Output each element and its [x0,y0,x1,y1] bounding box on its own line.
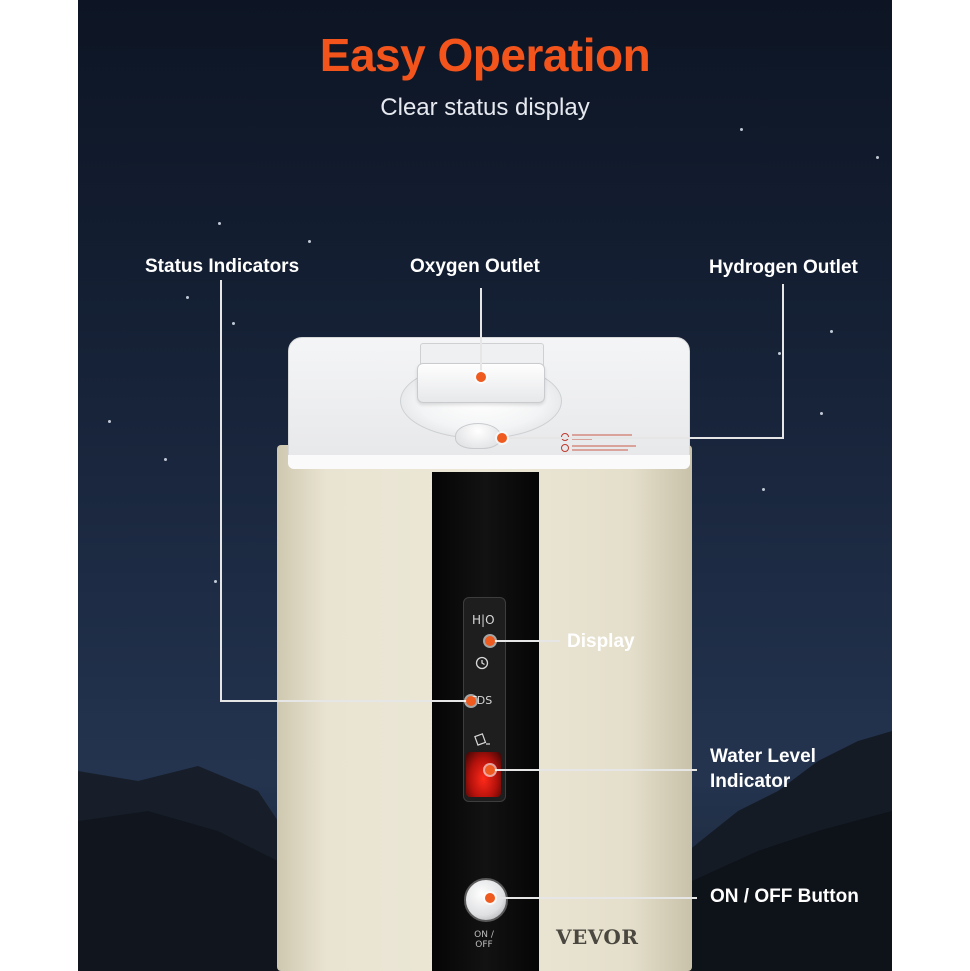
page-title: Easy Operation [319,29,651,81]
oxygen-outlet-label: Oxygen Outlet [410,256,540,277]
water-drop-tilt-icon [474,733,490,746]
device-top-rim [288,455,690,469]
star [308,240,311,243]
page-subtitle: Clear status display [380,94,590,121]
power-button-label: ON / OFF [462,930,506,950]
hydrogen-outlet-nozzle[interactable] [455,423,501,449]
brand-logo: VEVOR [556,925,639,949]
status-indicators-marker [466,696,476,706]
hydrogen-outlet-marker [497,433,507,443]
star [108,420,111,423]
star [876,156,879,159]
status-indicators-label: Status Indicators [145,256,300,277]
water-level-marker [485,765,495,775]
oxygen-outlet-marker [476,372,486,382]
star [218,222,221,225]
star [186,296,189,299]
on-off-button-label: ON / OFF Button [710,886,859,907]
on-off-marker [485,893,495,903]
water-level-label-line2: Indicator [710,771,791,792]
star [820,412,823,415]
warning-notes [560,432,650,456]
star [214,580,217,583]
hydrogen-outlet-leader-vertical [782,284,784,439]
power-label-line2: OFF [475,940,493,950]
status-indicators-leader-horizontal [220,700,470,702]
water-level-leader [492,769,697,771]
power-label-line1: ON / [474,930,494,940]
star [778,352,781,355]
oxygen-outlet-leader [480,288,482,376]
mountain-silhouette [78,731,892,971]
star [232,322,235,325]
timer-icon [475,656,489,670]
display-mode-indicator: H|O [472,613,495,627]
display-marker [485,636,495,646]
water-level-label-line1: Water Level [710,746,816,767]
star [762,488,765,491]
star [164,458,167,461]
water-level-indicator-light [466,752,501,797]
display-leader [492,640,560,642]
water-level-label: Water Level Indicator [710,744,816,794]
status-indicators-leader-vertical [220,280,222,702]
tds-indicator: TDS [470,694,493,707]
on-off-leader [493,897,697,899]
star [740,128,743,131]
display-label: Display [567,631,635,652]
star [830,330,833,333]
hydrogen-outlet-label: Hydrogen Outlet [709,257,858,278]
hydrogen-outlet-leader-horizontal [503,437,784,439]
